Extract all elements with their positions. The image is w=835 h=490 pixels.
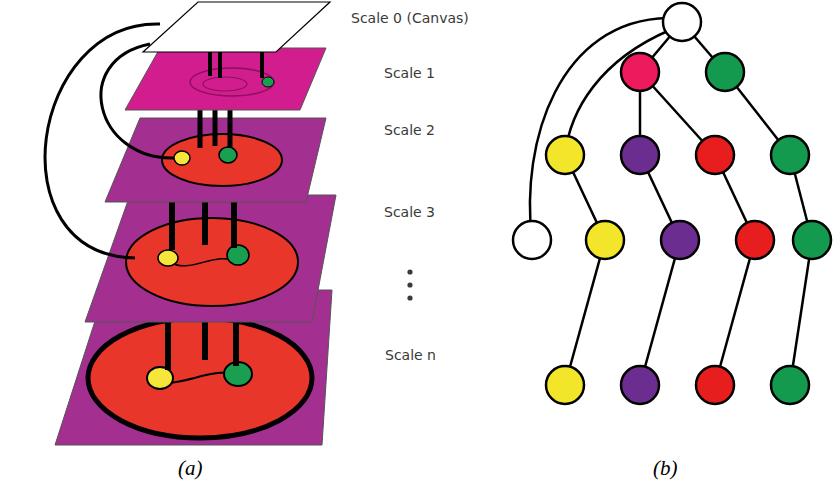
panel-caption: (a) <box>178 456 203 481</box>
scale-label: Scale n <box>385 347 436 363</box>
panel-caption: (b) <box>653 456 678 481</box>
scale-label: Scale 0 (Canvas) <box>351 10 469 26</box>
scale-label: Scale 2 <box>384 122 435 138</box>
scale-label: Scale 3 <box>384 204 435 220</box>
scale-label: Scale 1 <box>384 65 435 81</box>
